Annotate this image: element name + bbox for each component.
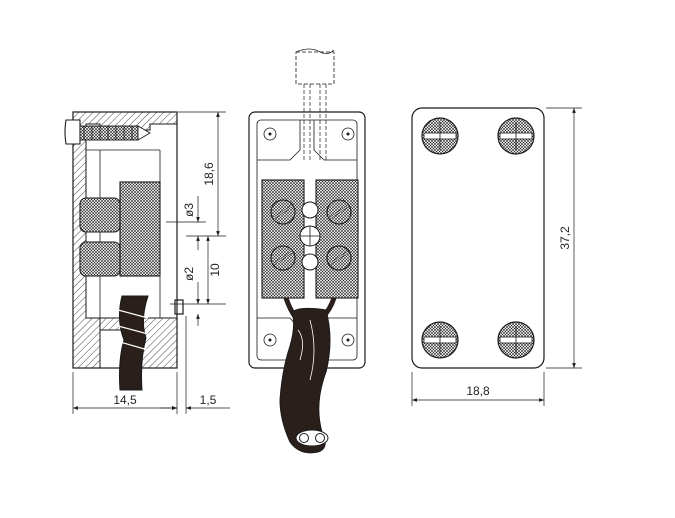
side-cable <box>118 295 149 391</box>
cover-view <box>411 107 545 369</box>
side-pin <box>174 299 184 315</box>
upper-contact-insert <box>79 197 121 233</box>
cable-twist-lines <box>117 309 149 351</box>
terminal-screws <box>270 199 352 271</box>
side-section-view <box>64 111 184 391</box>
front-top-recess <box>257 120 357 161</box>
dim-pin-spacing: 10 <box>208 263 222 277</box>
dim-hole-small: ø3 <box>182 203 196 217</box>
front-corner-holes <box>263 127 355 347</box>
right-terminal-block <box>315 179 359 299</box>
dim-hole-smaller: ø2 <box>182 267 196 281</box>
plug-pins <box>295 48 335 160</box>
lower-contact-insert <box>79 241 121 277</box>
side-dimensions: 14,5 1,5 18,6 ø3 10 ø2 <box>72 111 230 414</box>
front-open-view <box>248 48 366 454</box>
left-terminal-block <box>261 179 305 299</box>
dim-side-height: 18,6 <box>202 162 216 186</box>
cover-dimensions: 37,2 18,8 <box>411 107 582 406</box>
front-cable <box>279 307 331 454</box>
dim-cover-width: 18,8 <box>466 384 490 398</box>
cover-outline <box>411 107 545 369</box>
cover-screws <box>421 117 535 359</box>
dim-side-offset: 1,5 <box>200 393 217 407</box>
dim-side-width: 14,5 <box>113 393 137 407</box>
mounting-screw <box>64 119 151 145</box>
center-contacts <box>299 201 321 271</box>
dim-cover-height: 37,2 <box>558 226 572 250</box>
terminal-block <box>119 181 161 277</box>
